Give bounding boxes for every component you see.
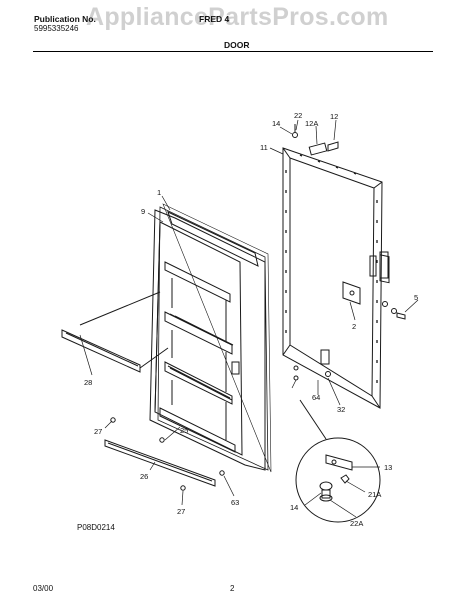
diagram-code: P08D0214 [77, 523, 115, 532]
callout-64: 64 [312, 393, 320, 402]
callout-27-bottom: 27 [177, 507, 185, 516]
page-number: 2 [230, 584, 235, 593]
callout-2: 2 [352, 322, 356, 331]
callout-1: 1 [157, 188, 161, 197]
callout-22: 22 [294, 111, 302, 120]
callout-13: 13 [384, 463, 392, 472]
callout-27-left: 27 [94, 427, 102, 436]
publication-label: Publication No. [34, 14, 96, 24]
detail-inset [295, 399, 381, 523]
callout-22a: 22A [350, 519, 363, 528]
shelf-rail [61, 291, 169, 373]
callout-25: 25 [180, 426, 188, 435]
callout-12: 12 [330, 112, 338, 121]
leader-lines [79, 119, 419, 518]
callout-5: 5 [414, 293, 418, 302]
screws [110, 301, 406, 491]
watermark: AppliancePartsPros.com [86, 3, 389, 31]
section-title: DOOR [224, 40, 250, 50]
callout-26: 26 [140, 472, 148, 481]
callout-14: 14 [272, 119, 280, 128]
callout-32: 32 [337, 405, 345, 414]
callout-12a: 12A [305, 119, 318, 128]
top-hinge [292, 124, 339, 156]
inner-door-liner [149, 203, 272, 473]
outer-door-panel [282, 147, 390, 409]
callout-9: 9 [141, 207, 145, 216]
header-rule [33, 51, 433, 52]
publication-number: 5995335246 [34, 24, 79, 33]
callout-21a: 21A [368, 490, 381, 499]
footer-date: 03/00 [33, 584, 54, 593]
liner-shelves [159, 261, 236, 453]
panel-rivets [285, 154, 378, 383]
model-code: FRED 4 [199, 14, 230, 24]
callout-11: 11 [260, 143, 268, 152]
callout-28: 28 [84, 378, 92, 387]
callout-14-detail: 14 [290, 503, 298, 512]
lower-rail [104, 439, 216, 487]
callout-63: 63 [231, 498, 239, 507]
